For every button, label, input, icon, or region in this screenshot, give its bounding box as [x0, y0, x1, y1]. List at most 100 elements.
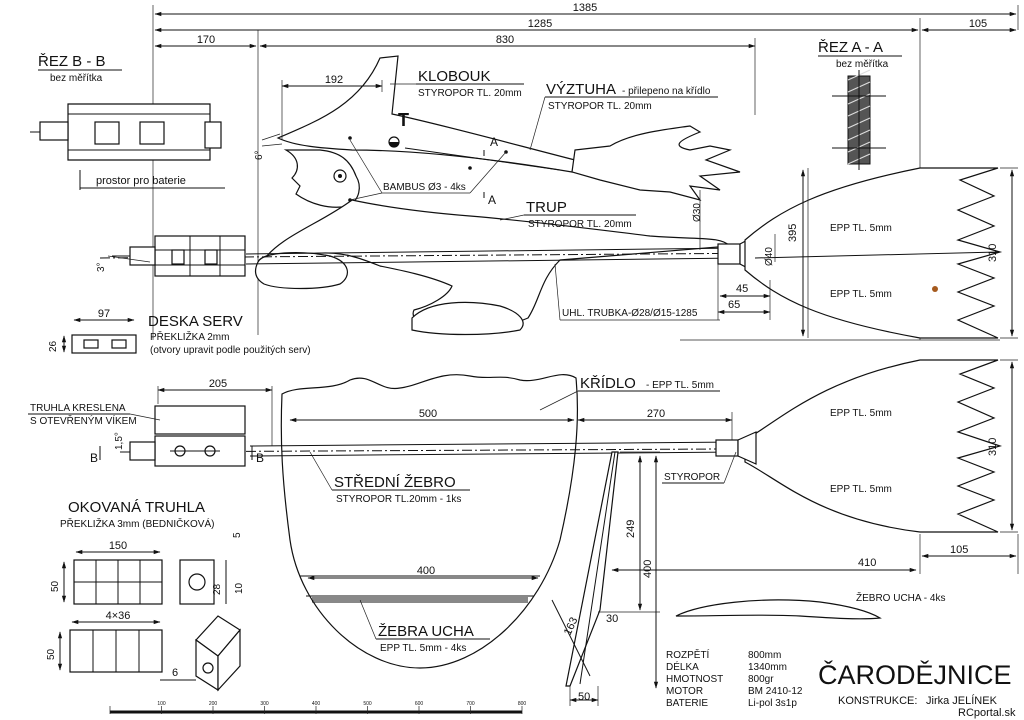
spec-label-2: HMOTNOST	[666, 674, 723, 685]
dim-1-5-deg: 1,5°	[114, 432, 125, 450]
tail-lower-lower-material: EPP TL. 5mm	[830, 484, 892, 495]
styropor-label: STYROPOR	[664, 472, 720, 483]
title-block: ČARODĚJNICE KONSTRUKCE: Jirka JELÍNEK RC…	[818, 659, 1016, 719]
servo-board-material: PŘEKLIŽKA 2mm	[150, 330, 229, 343]
section-bb-title: ŘEZ B - B	[38, 53, 106, 70]
wing-labels: KŘÍDLO - EPP TL. 5mm 500 270 STŘEDNÍ ŽEB…	[289, 375, 733, 654]
hat-marker-t: T	[398, 110, 409, 130]
marker-b-left: B	[90, 451, 98, 465]
dim-28: 28	[212, 583, 223, 595]
witch-labels: KLOBOUK STYROPOR TL. 20mm VÝZTUHA - přil…	[349, 68, 718, 230]
tube-label: UHL. TRUBKA-Ø28/Ø15-1285	[562, 308, 698, 319]
box-note-line1: TRUHLA KRESLENA	[30, 403, 126, 414]
section-aa-title: ŘEZ A - A	[818, 39, 883, 56]
fuselage-material: STYROPOR TL. 20mm	[528, 219, 632, 230]
scale-tick-label: 600	[415, 701, 424, 707]
spec-value-2: 800gr	[748, 674, 774, 685]
servo-board: DESKA SERV PŘEKLIŽKA 2mm (otvory upravit…	[48, 308, 311, 356]
tail-lower-view: EPP TL. 5mm EPP TL. 5mm 310 STYROPOR 105…	[611, 359, 1019, 574]
scale-tick-label: 400	[312, 701, 321, 707]
section-bb-subtitle: bez měřítka	[50, 73, 103, 84]
dim-270: 270	[647, 408, 665, 420]
brace-note: - přilepeno na křídlo	[622, 86, 711, 97]
dim-310-lower: 310	[987, 438, 999, 456]
chest-material: PŘEKLIŽKA 3mm (BEDNIČKOVÁ)	[60, 517, 214, 530]
scale-tick-label: 500	[363, 701, 372, 707]
dim-d30: Ø30	[692, 203, 703, 222]
bamboo-label: BAMBUS Ø3 - 4ks	[383, 182, 466, 193]
credit-label: KONSTRUKCE:	[838, 695, 917, 707]
scale-tick-label: 800	[518, 701, 527, 707]
dim-50-chest-bottom: 50	[46, 648, 57, 660]
dim-192: 192	[325, 74, 343, 86]
tail-lower-upper-material: EPP TL. 5mm	[830, 408, 892, 419]
dim-65: 65	[728, 299, 740, 311]
top-dimensions: 1385 1285 105 170 830	[152, 2, 1019, 340]
servo-board-title: DESKA SERV	[148, 313, 243, 330]
plan-title: ČARODĚJNICE	[818, 659, 1012, 690]
tail-upper-material: EPP TL. 5mm	[830, 223, 892, 234]
dim-4x36: 4×36	[106, 610, 131, 622]
dim-395: 395	[787, 224, 799, 242]
box-note-line2: S OTEVŘENÝM VÍKEM	[30, 414, 137, 427]
ear-ribs-title: ŽEBRA UCHA	[378, 623, 474, 640]
spec-label-0: ROZPĚTÍ	[666, 648, 710, 661]
dim-400-wing: 400	[417, 565, 435, 577]
dim-97: 97	[98, 308, 110, 320]
scale-tick-label: 300	[260, 701, 269, 707]
fuselage-title: TRUP	[526, 199, 567, 216]
dim-150: 150	[109, 540, 127, 552]
spec-value-0: 800mm	[748, 650, 781, 661]
spec-value-1: 1340mm	[748, 662, 787, 673]
hat-title: KLOBOUK	[418, 68, 491, 85]
dim-170: 170	[197, 34, 215, 46]
dim-50-chest-top: 50	[50, 580, 61, 592]
dim-249: 249	[625, 520, 637, 538]
tail-top-view: EPP TL. 5mm EPP TL. 5mm 310	[744, 167, 1018, 339]
dim-105-top: 105	[969, 18, 987, 30]
section-a-a: ŘEZ A - A bez měřítka	[818, 39, 902, 170]
witch-side-view: T A A	[254, 55, 741, 336]
ear-ribs-material: EPP TL. 5mm - 4ks	[380, 643, 466, 654]
chest-section: OKOVANÁ TRUHLA PŘEKLIŽKA 3mm (BEDNIČKOVÁ…	[46, 499, 245, 692]
marker-b-right: B	[256, 451, 264, 465]
ear-rib-profile: ŽEBRO UCHA - 4ks	[675, 591, 945, 620]
chest-title: OKOVANÁ TRUHLA	[68, 499, 205, 516]
middle-rib-title: STŘEDNÍ ŽEBRO	[334, 474, 456, 491]
witch-dimensions: 192 6°	[254, 74, 383, 160]
dim-6-deg: 6°	[254, 150, 265, 160]
tail-dimensions: Ø30 395 Ø40 45 65 UHL. TRUBKA-Ø28/Ø15-12…	[554, 168, 1000, 341]
dim-1285: 1285	[528, 18, 552, 30]
dim-10: 10	[234, 582, 245, 594]
scale-tick-label: 100	[157, 701, 166, 707]
dim-45: 45	[736, 283, 748, 295]
dim-30-rib: 30	[606, 613, 618, 625]
wing-title: KŘÍDLO	[580, 375, 636, 392]
dim-6-chest: 6	[172, 667, 178, 679]
dim-3-deg: 3°	[96, 262, 107, 272]
middle-rib-material: STYROPOR TL.20mm - 1ks	[336, 494, 461, 505]
dim-5: 5	[232, 532, 243, 538]
spec-label-1: DÉLKA	[666, 660, 699, 673]
spec-label-3: MOTOR	[666, 686, 703, 697]
marker-a-upper: A	[490, 135, 498, 149]
dim-500: 500	[419, 408, 437, 420]
spec-label-4: BATERIE	[666, 698, 708, 709]
dim-830: 830	[496, 34, 514, 46]
dim-105-lower: 105	[950, 544, 968, 556]
spec-table: ROZPĚTÍ 800mm DÉLKA 1340mm HMOTNOST 800g…	[666, 648, 803, 709]
dim-400-rib: 400	[642, 560, 654, 578]
brace-title: VÝZTUHA	[546, 81, 616, 98]
ear-rib-label: ŽEBRO UCHA - 4ks	[856, 591, 945, 604]
brace-material: STYROPOR TL. 20mm	[548, 101, 652, 112]
battery-space-note: prostor pro baterie	[96, 175, 186, 187]
dim-205: 205	[209, 378, 227, 390]
spec-value-4: Li-pol 3s1p	[748, 698, 797, 709]
servo-board-note: (otvory upravit podle použitých serv)	[150, 345, 311, 356]
hat-material: STYROPOR TL. 20mm	[418, 88, 522, 99]
credit-author: Jirka JELÍNEK	[926, 694, 998, 707]
dim-26: 26	[48, 340, 59, 352]
watermark: RCportal.sk	[958, 707, 1016, 719]
